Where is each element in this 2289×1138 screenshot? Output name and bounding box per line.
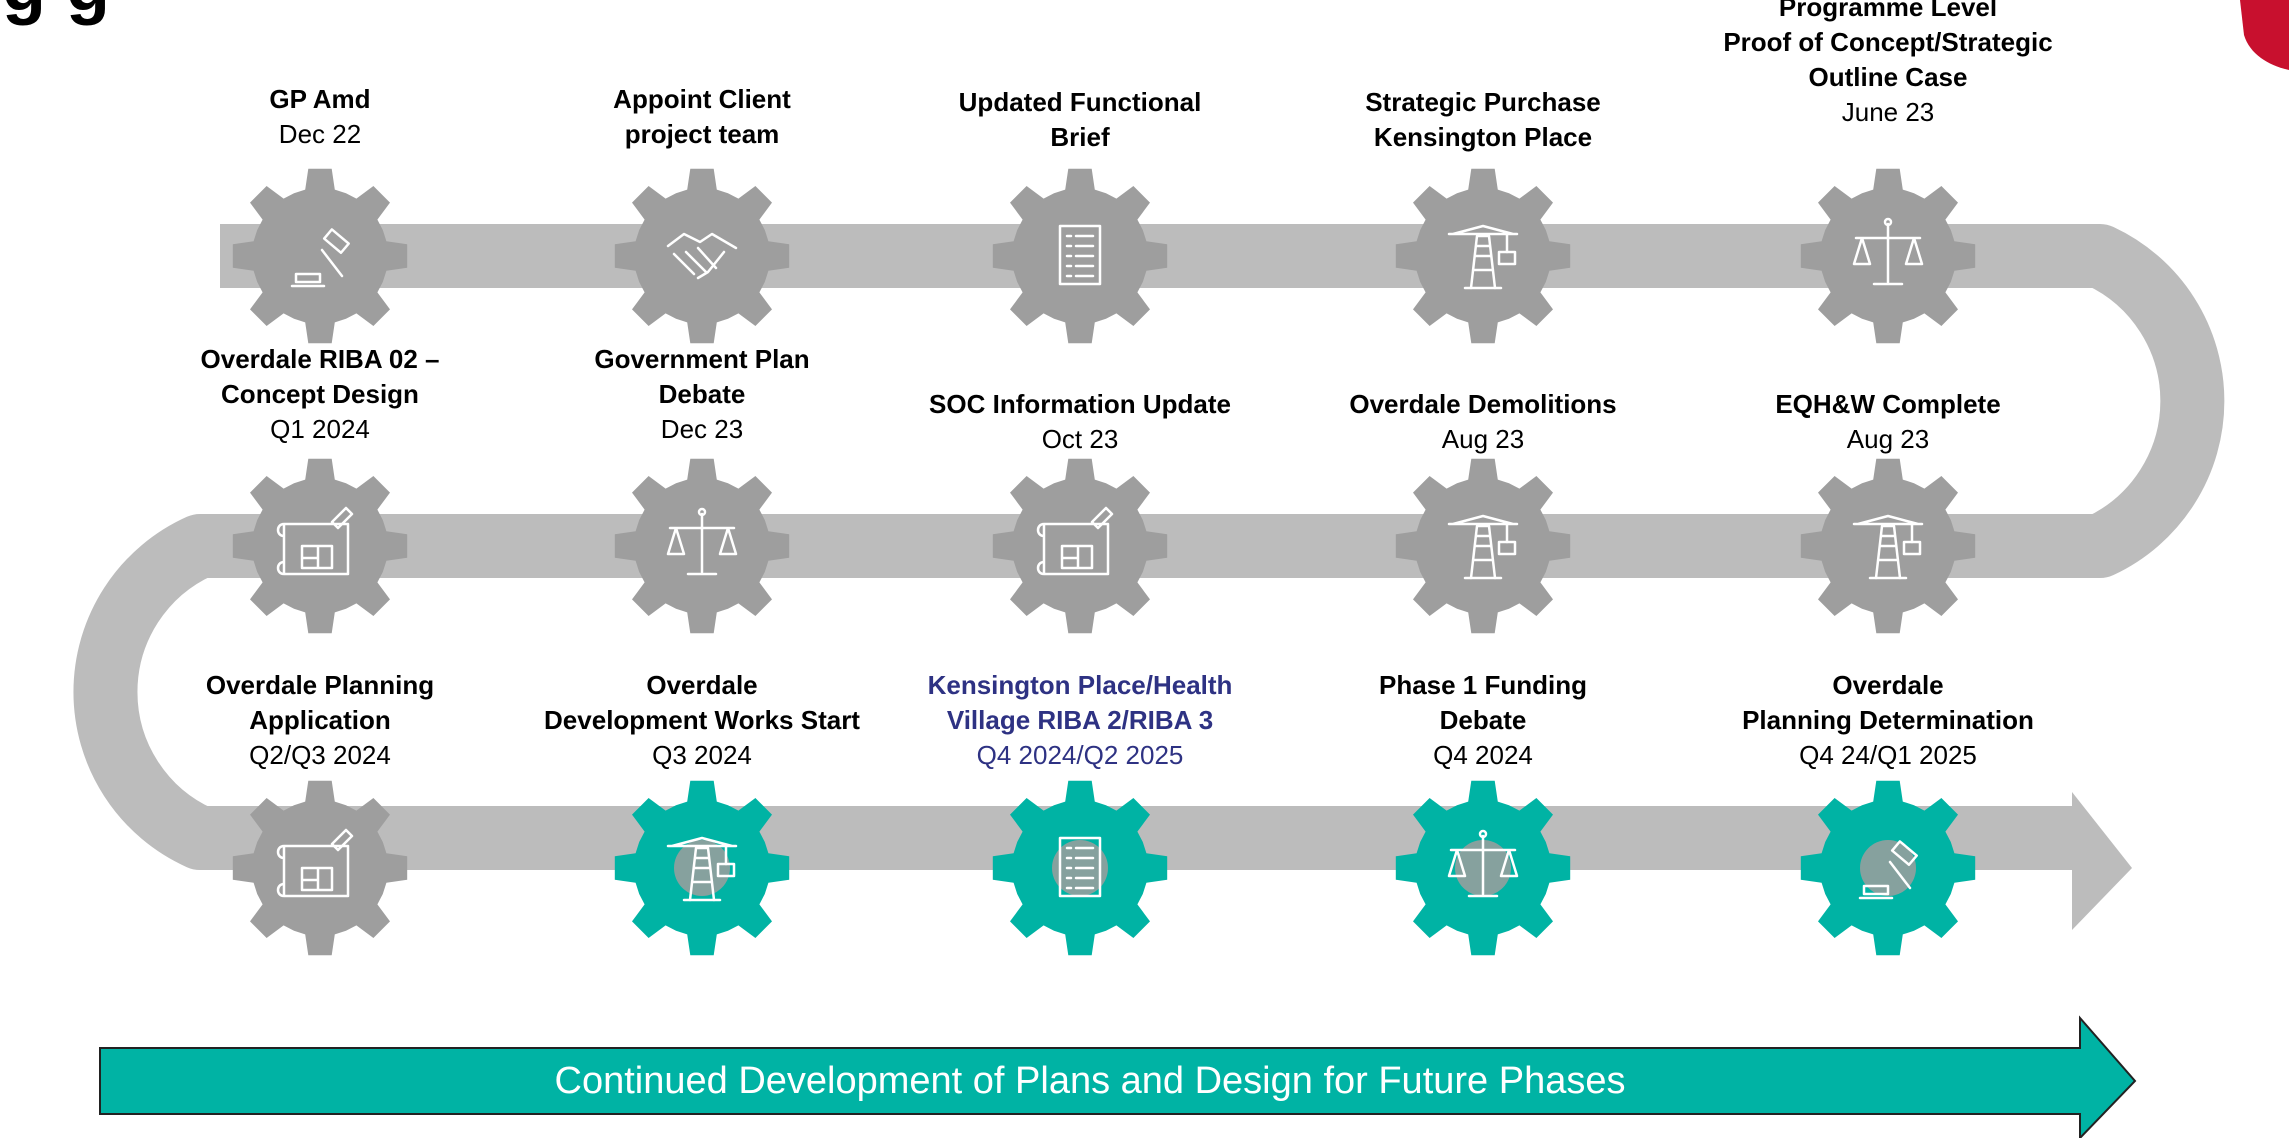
crane-icon: [666, 836, 738, 902]
scales-icon: [1447, 829, 1519, 898]
milestone-gears: [232, 168, 1976, 956]
milestone-label-m5: Programme Level Proof of Concept/Strateg…: [1688, 0, 2088, 130]
milestone-gear-m8: [992, 458, 1168, 634]
milestone-title: Updated Functional Brief: [958, 87, 1202, 152]
milestone-label-m13: Kensington Place/Health Village RIBA 2/R…: [880, 668, 1280, 773]
milestone-title: GP Amd: [269, 84, 371, 114]
gavel-icon: [1858, 840, 1918, 900]
blueprint-icon: [1036, 506, 1114, 576]
gear-hub: [1860, 840, 1916, 896]
blueprint-icon: [276, 828, 354, 898]
milestone-title: Overdale Development Works Start: [544, 670, 860, 735]
crane-icon: [1852, 514, 1924, 580]
milestone-gear-m7: [1395, 458, 1571, 634]
milestone-title: Phase 1 Funding Debate: [1378, 670, 1588, 735]
jersey-crest-logo: [2240, 0, 2289, 70]
milestone-label-m15: Overdale Planning Determination Q4 24/Q1 …: [1688, 668, 2088, 773]
milestone-date: Aug 23: [1441, 424, 1525, 454]
future-phases-banner-arrow: [99, 1015, 2137, 1138]
milestone-gear-m5: [1800, 168, 1976, 344]
milestone-date: Dec 22: [278, 119, 362, 149]
milestone-gear-m4: [1395, 168, 1571, 344]
milestone-label-m12: Overdale Development Works Start Q3 2024: [502, 668, 902, 773]
milestone-gear-m14: [1395, 780, 1571, 956]
milestone-date: Q4 2024/Q2 2025: [976, 740, 1184, 770]
blueprint-icon: [276, 506, 354, 576]
milestone-date: June 23: [1841, 97, 1935, 127]
milestone-date: Dec 23: [660, 414, 744, 444]
handshake-icon: [666, 232, 738, 280]
track-arrowhead: [2072, 792, 2132, 930]
milestone-gear-m1: [232, 168, 408, 344]
crane-icon: [1447, 514, 1519, 580]
milestone-gear-m12: [614, 780, 790, 956]
milestone-title: Overdale RIBA 02 – Concept Design: [200, 344, 440, 409]
crane-icon: [1447, 224, 1519, 290]
milestone-date: Q4 2024: [1433, 740, 1533, 770]
milestone-title: SOC Information Update: [929, 389, 1231, 419]
milestone-date: Oct 23: [1041, 424, 1119, 454]
milestone-title: Appoint Client project team: [613, 84, 791, 149]
checklist-icon: [1058, 224, 1102, 286]
checklist-icon: [1058, 836, 1102, 898]
milestone-title: Government Plan Debate: [594, 344, 810, 409]
gear-shape: [614, 168, 790, 344]
milestone-gear-m13: [992, 780, 1168, 956]
scales-icon: [666, 507, 738, 576]
milestone-gear-m6: [1800, 458, 1976, 634]
milestone-label-m4: Strategic Purchase Kensington Place: [1283, 85, 1683, 155]
milestone-title: Overdale Demolitions: [1349, 389, 1617, 419]
gear-shape: [232, 168, 408, 344]
milestone-gear-m15: [1800, 780, 1976, 956]
milestone-title: Overdale Planning Determination: [1742, 670, 2034, 735]
milestone-label-m10: Overdale RIBA 02 – Concept Design Q1 2024: [120, 342, 520, 447]
milestone-gear-m2: [614, 168, 790, 344]
milestone-label-m2: Appoint Client project team: [502, 82, 902, 152]
milestone-date: Q2/Q3 2024: [249, 740, 391, 770]
milestone-title: EQH&W Complete: [1775, 389, 2001, 419]
milestone-title: Strategic Purchase Kensington Place: [1365, 87, 1601, 152]
banner-text: Continued Development of Plans and Desig…: [554, 1060, 1626, 1102]
milestone-gear-m9: [614, 458, 790, 634]
milestone-date: Q4 24/Q1 2025: [1799, 740, 1977, 770]
milestone-title: Overdale Planning Application: [205, 670, 435, 735]
milestone-label-m14: Phase 1 Funding Debate Q4 2024: [1283, 668, 1683, 773]
milestone-title: Kensington Place/Health Village RIBA 2/R…: [927, 670, 1233, 735]
milestone-gear-m3: [992, 168, 1168, 344]
milestone-gear-m11: [232, 780, 408, 956]
milestone-date: Aug 23: [1846, 424, 1930, 454]
page-title-fragment: g g: [2, 0, 110, 27]
gavel-icon: [290, 228, 350, 288]
milestone-label-m3: Updated Functional Brief: [880, 85, 1280, 155]
milestone-gear-m10: [232, 458, 408, 634]
milestone-title: Programme Level Proof of Concept/Strateg…: [1723, 0, 2053, 92]
milestone-date: Q3 2024: [652, 740, 752, 770]
milestone-date: Q1 2024: [270, 414, 370, 444]
scales-icon: [1852, 217, 1924, 286]
